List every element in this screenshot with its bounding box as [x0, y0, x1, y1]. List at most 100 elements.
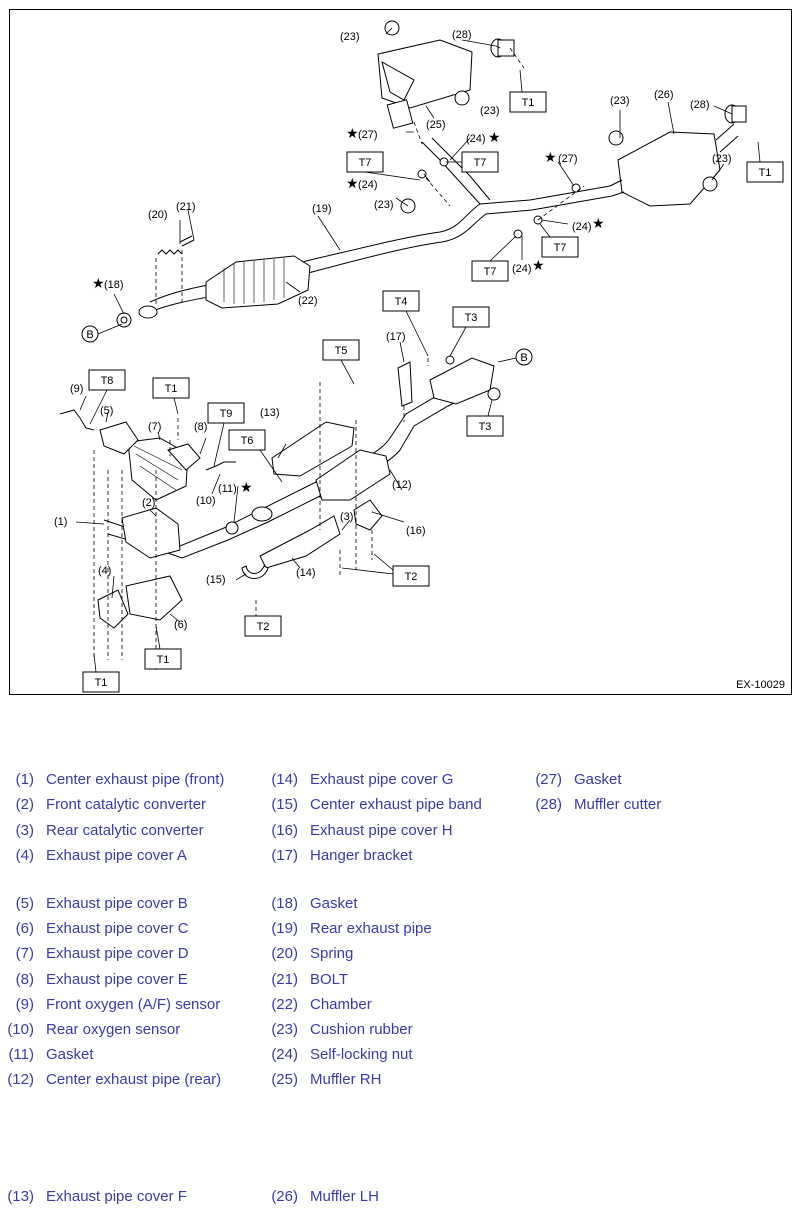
callout-26: (26) — [654, 89, 674, 101]
muffler-lh — [617, 131, 721, 207]
callout-23-lh: (23) — [712, 153, 732, 165]
svg-text:T7: T7 — [359, 157, 372, 169]
torque-tag-t1-bot-a: T1 — [144, 648, 182, 670]
torque-tag-t1-right: T1 — [746, 161, 784, 183]
star-mark: ★ — [592, 216, 605, 232]
callout-20: (20) — [148, 209, 168, 221]
star-mark: ★ — [240, 480, 253, 496]
legend-item-number: (5) — [15, 895, 34, 912]
callout-5: (5) — [100, 405, 113, 417]
legend-item-number: (18) — [271, 895, 298, 912]
torque-tag-t6: T6 — [228, 429, 266, 451]
callout-7: (7) — [148, 421, 161, 433]
legend-item-name: Self-locking nut — [310, 1046, 413, 1063]
star-mark: ★ — [92, 276, 105, 292]
star-mark: ★ — [346, 176, 359, 192]
svg-text:T6: T6 — [241, 435, 254, 447]
callout-25: (25) — [426, 119, 446, 131]
legend-item-number: (15) — [271, 796, 298, 813]
svg-text:T7: T7 — [484, 266, 497, 278]
callout-6: (6) — [174, 619, 187, 631]
svg-text:T1: T1 — [95, 677, 108, 689]
callout-13: (13) — [260, 407, 280, 419]
rear-exhaust-pipe — [149, 185, 613, 313]
torque-tag-t1-top: T1 — [509, 91, 547, 113]
torque-tag-t2-mid: T2 — [244, 615, 282, 637]
callout-21: (21) — [176, 201, 196, 213]
legend-item-name: Center exhaust pipe (front) — [46, 771, 225, 788]
legend-item-name: Cushion rubber — [310, 1021, 413, 1038]
legend-item-name: Center exhaust pipe (rear) — [46, 1071, 222, 1088]
legend-item-name: Exhaust pipe cover G — [310, 771, 454, 788]
callout-3: (3) — [340, 511, 353, 523]
legend-item-number: (1) — [15, 771, 34, 788]
legend-item-name: Muffler LH — [310, 1188, 379, 1205]
callout-16: (16) — [406, 525, 426, 537]
connector-b-right — [515, 348, 533, 366]
front-oxygen-sensor — [59, 409, 95, 431]
callout-8: (8) — [194, 421, 207, 433]
torque-tag-t1-bot-b: T1 — [82, 671, 120, 693]
legend-item-number: (22) — [271, 996, 298, 1013]
legend-item-name: Chamber — [310, 996, 372, 1013]
callout-12: (12) — [392, 479, 412, 491]
callout-9: (9) — [70, 383, 83, 395]
legend-item-name: Rear exhaust pipe — [310, 920, 432, 937]
legend-item-number: (3) — [15, 822, 34, 839]
legend-item-number: (17) — [271, 847, 298, 864]
legend-item-number: (2) — [15, 796, 34, 813]
legend-item-name: Gasket — [46, 1046, 94, 1063]
legend-item-name: Exhaust pipe cover B — [46, 895, 188, 912]
callout-22: (22) — [298, 295, 318, 307]
legend-item-name: Exhaust pipe cover H — [310, 822, 453, 839]
hanger-bracket — [397, 361, 413, 407]
legend-item-number: (8) — [15, 971, 34, 988]
legend-item-name: Exhaust pipe cover E — [46, 971, 188, 988]
parts-legend: (1)Center exhaust pipe (front)(2)Front c… — [0, 770, 803, 1216]
legend-item-name: Spring — [310, 945, 354, 962]
callout-28-lh: (28) — [690, 99, 710, 111]
callout-23-rh: (23) — [480, 105, 500, 117]
legend-item-name: Muffler RH — [310, 1071, 382, 1088]
legend-item-number: (26) — [271, 1188, 298, 1205]
torque-tag-t3-top: T3 — [452, 306, 490, 328]
torque-tag-t5: T5 — [322, 339, 360, 361]
legend-item-number: (24) — [271, 1046, 298, 1063]
torque-tag-t7-d: T7 — [471, 260, 509, 282]
legend-item-name: Exhaust pipe cover F — [46, 1188, 187, 1205]
torque-tag-t3-bot: T3 — [466, 415, 504, 437]
front-catalytic-converter — [121, 507, 181, 559]
diagram-canvas: (23) (28) (23) (25) (27) (24) (24) (23) … — [54, 20, 784, 693]
legend-item-number: (27) — [535, 771, 562, 788]
legend-item-number: (7) — [15, 945, 34, 962]
callout-24-c: (24) — [572, 221, 592, 233]
legend-item-name: BOLT — [310, 971, 349, 988]
exhaust-pipe-cover-b — [99, 421, 139, 455]
spring — [157, 249, 183, 255]
legend-item-number: (19) — [271, 920, 298, 937]
legend-item-number: (6) — [15, 920, 34, 937]
rear-oxygen-sensor — [205, 461, 236, 471]
torque-tag-t7-a: T7 — [346, 151, 384, 173]
connector-b-left-label: B — [86, 329, 93, 341]
legend-item-number: (21) — [271, 971, 298, 988]
callout-23-lh-top: (23) — [610, 95, 630, 107]
exhaust-pipe-cover-e — [167, 443, 201, 471]
legend-item-name: Hanger bracket — [310, 847, 413, 864]
star-mark: ★ — [488, 130, 501, 146]
svg-text:T4: T4 — [395, 296, 408, 308]
svg-text:T2: T2 — [405, 571, 418, 583]
exhaust-pipe-cover-h — [353, 499, 383, 531]
legend-item-number: (9) — [15, 996, 34, 1013]
exhaust-pipe-cover-a — [97, 589, 129, 629]
callout-18: (18) — [104, 279, 124, 291]
callout-2: (2) — [142, 497, 155, 509]
torque-tag-t7-b: T7 — [461, 151, 499, 173]
torque-tag-t9: T9 — [207, 402, 245, 424]
callout-4: (4) — [98, 565, 111, 577]
bolt-21 — [179, 235, 195, 247]
legend-item-name: Exhaust pipe cover C — [46, 920, 189, 937]
svg-text:T1: T1 — [522, 97, 535, 109]
legend-item-number: (16) — [271, 822, 298, 839]
legend-item-number: (20) — [271, 945, 298, 962]
